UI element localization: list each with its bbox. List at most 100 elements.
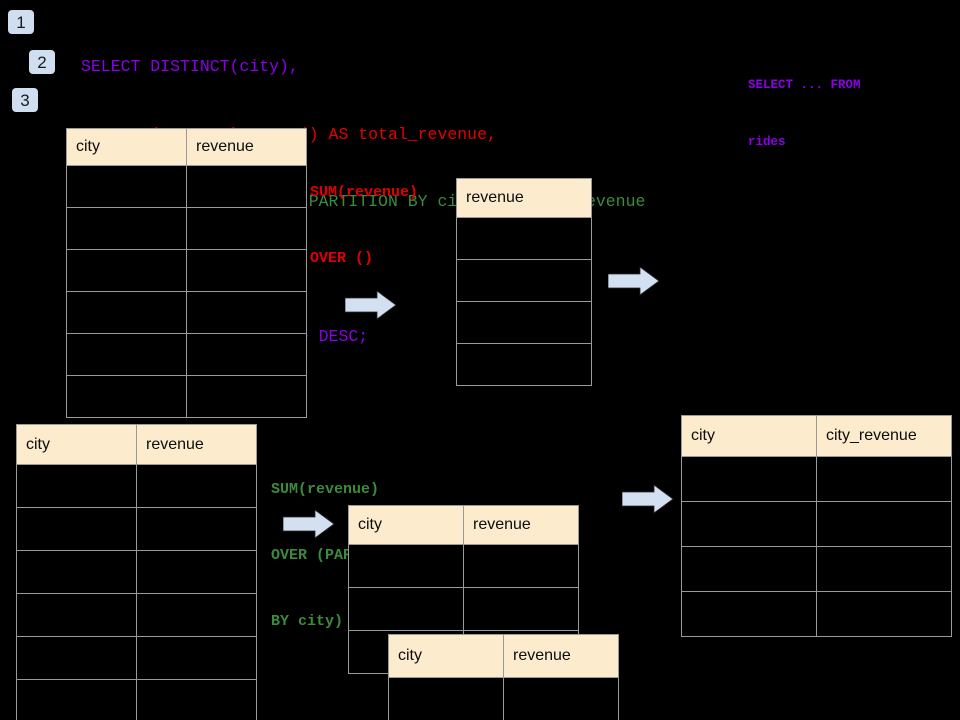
cell-city: [66, 165, 187, 208]
table-row: [66, 291, 307, 334]
table-row: [16, 550, 257, 594]
table-row: [16, 507, 257, 551]
sql-line-select: SELECT DISTINCT(city),: [81, 57, 299, 76]
table-row: [388, 677, 619, 720]
step-badge-1: 1: [8, 10, 34, 34]
revenue-intermediate-table: revenue: [456, 178, 592, 386]
column-header-city: city: [66, 128, 187, 166]
table-row: [16, 593, 257, 637]
cell-revenue: [136, 507, 257, 551]
cell-revenue: [456, 343, 592, 386]
partition-group-table-front: city revenue: [388, 634, 619, 720]
table-row: [681, 501, 952, 547]
cell-city: [681, 456, 817, 502]
step-badge-1-label: 1: [16, 12, 26, 32]
cell-revenue: [136, 593, 257, 637]
cell-city-revenue: [816, 456, 952, 502]
cell-revenue: [136, 636, 257, 680]
cell-city: [348, 544, 464, 588]
cell-city: [348, 587, 464, 631]
cell-revenue: [456, 259, 592, 302]
table-header-row: city revenue: [348, 505, 579, 545]
column-header-revenue: revenue: [503, 634, 619, 678]
step-badge-3: 3: [12, 88, 38, 112]
select-from-rides-line2: rides: [748, 135, 786, 149]
select-from-rides-label: SELECT ... FROM rides: [748, 38, 861, 190]
rides-source-table-partitioned: city revenue: [16, 424, 257, 720]
annotation-city-revenue-line1: SUM(revenue): [271, 481, 380, 498]
column-header-revenue: revenue: [456, 178, 592, 218]
table-row: [66, 207, 307, 250]
cell-revenue: [186, 291, 307, 334]
cell-city: [16, 507, 137, 551]
column-header-revenue: revenue: [136, 424, 257, 465]
table-row: [66, 249, 307, 292]
cell-revenue: [503, 677, 619, 720]
table-row: [348, 544, 579, 588]
cell-revenue: [136, 464, 257, 508]
cell-revenue: [186, 375, 307, 418]
cell-revenue: [463, 544, 579, 588]
cell-city: [16, 593, 137, 637]
table-header-row: city city_revenue: [681, 415, 952, 457]
column-header-city: city: [16, 424, 137, 465]
step-badge-2: 2: [29, 50, 55, 74]
cell-revenue: [136, 679, 257, 720]
cell-revenue: [463, 587, 579, 631]
arrow-partition-to-result: [622, 484, 674, 514]
arrow-revenue-to-result: [608, 266, 660, 296]
arrow-rides-to-partition: [283, 509, 335, 539]
table-row: [16, 464, 257, 508]
step-badge-3-label: 3: [20, 90, 30, 110]
table-row: [66, 333, 307, 376]
cell-city: [16, 464, 137, 508]
column-header-city: city: [681, 415, 817, 457]
cell-city-revenue: [816, 546, 952, 592]
cell-city-revenue: [816, 501, 952, 547]
cell-revenue: [186, 207, 307, 250]
column-header-city-revenue: city_revenue: [816, 415, 952, 457]
table-row: [681, 456, 952, 502]
table-row: [16, 679, 257, 720]
table-row: [681, 591, 952, 637]
cell-city: [388, 677, 504, 720]
annotation-total-revenue: SUM(revenue) OVER (): [310, 138, 418, 314]
annotation-total-revenue-line1: SUM(revenue): [310, 184, 419, 201]
table-header-row: city revenue: [388, 634, 619, 678]
arrow-rides-to-revenue: [345, 290, 397, 320]
result-table: city city_revenue: [681, 415, 952, 637]
cell-city: [16, 679, 137, 720]
cell-city: [681, 591, 817, 637]
cell-city: [66, 375, 187, 418]
column-header-revenue: revenue: [186, 128, 307, 166]
table-row: [456, 301, 592, 344]
table-row: [66, 165, 307, 208]
table-header-row: city revenue: [66, 128, 307, 166]
step-badge-2-label: 2: [37, 52, 47, 72]
table-header-row: revenue: [456, 178, 592, 218]
cell-city: [681, 546, 817, 592]
annotation-total-revenue-line2: OVER (): [310, 250, 374, 267]
cell-revenue: [456, 301, 592, 344]
table-row: [456, 343, 592, 386]
table-row: [681, 546, 952, 592]
cell-city: [66, 207, 187, 250]
cell-city: [681, 501, 817, 547]
cell-revenue: [136, 550, 257, 594]
table-row: [16, 636, 257, 680]
table-row: [348, 587, 579, 631]
cell-city: [66, 249, 187, 292]
table-row: [66, 375, 307, 418]
cell-city: [66, 333, 187, 376]
cell-revenue: [186, 333, 307, 376]
column-header-revenue: revenue: [463, 505, 579, 545]
cell-city: [16, 636, 137, 680]
rides-source-table: city revenue: [66, 128, 307, 418]
cell-city-revenue: [816, 591, 952, 637]
cell-revenue: [456, 217, 592, 260]
cell-city: [16, 550, 137, 594]
table-header-row: city revenue: [16, 424, 257, 465]
select-from-rides-line1: SELECT ... FROM: [748, 78, 861, 92]
column-header-city: city: [388, 634, 504, 678]
